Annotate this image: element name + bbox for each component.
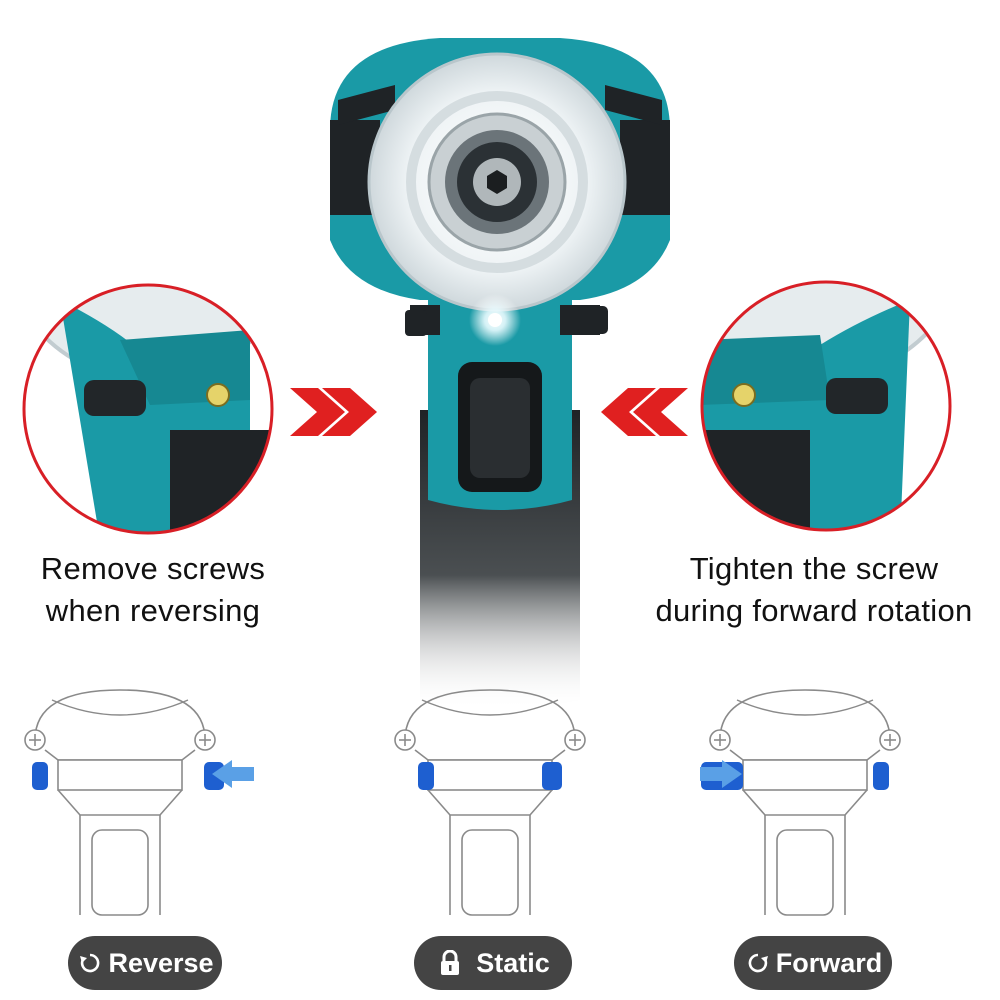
forward-caption-line2: during forward rotation — [655, 593, 973, 628]
rotate-clockwise-icon — [744, 949, 772, 977]
impact-driver-body — [330, 38, 670, 710]
forward-caption: Tighten the screw during forward rotatio… — [628, 548, 1000, 632]
rotate-counterclockwise-icon — [76, 949, 104, 977]
push-arrow-left-icon — [212, 760, 254, 788]
direction-arrows-right-icon — [290, 388, 377, 436]
reverse-switch-diagram — [24, 689, 224, 916]
forward-caption-line1: Tighten the screw — [689, 551, 939, 586]
reverse-mode-label: Reverse — [108, 947, 214, 978]
static-mode-badge: Static — [414, 936, 572, 990]
reverse-caption: Remove screws when reversing — [28, 548, 278, 632]
push-arrow-right-icon — [700, 760, 742, 788]
static-switch-diagram — [394, 689, 586, 916]
forward-detail-callout — [700, 280, 952, 532]
forward-mode-label: Forward — [775, 947, 883, 978]
forward-switch-diagram — [701, 689, 901, 916]
lock-icon — [436, 949, 464, 977]
reverse-detail-callout — [22, 283, 274, 535]
reverse-caption-line1: Remove screws — [40, 551, 266, 586]
reverse-caption-line2: when reversing — [45, 593, 261, 628]
direction-arrows-left-icon — [601, 388, 688, 436]
reverse-mode-badge: Reverse — [68, 936, 222, 990]
static-mode-label: Static — [476, 947, 550, 978]
forward-mode-badge: Forward — [734, 936, 892, 990]
